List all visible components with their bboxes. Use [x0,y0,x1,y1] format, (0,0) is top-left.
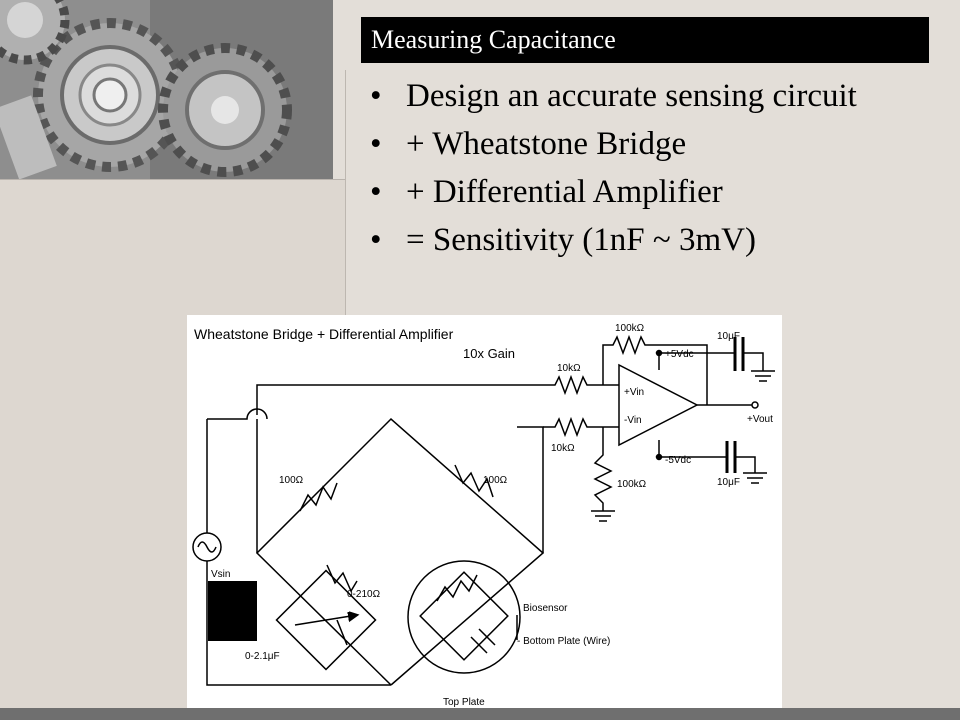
bullet-list: Design an accurate sensing circuit + Whe… [368,78,928,270]
variable-resistor-label: 0-210Ω [347,589,381,600]
cap-top-label: 10μF [717,331,740,342]
bridge-resistor-right-label: 100Ω [483,475,508,486]
vin-plus-label: +Vin [624,387,644,398]
biosensor-label: Biosensor [523,603,568,614]
slide-title: Measuring Capacitance [361,17,929,63]
vpos-label: +5Vdc [665,349,694,360]
gears-icon [0,0,333,180]
circuit-diagram: Wheatstone Bridge + Differential Amplifi… [187,315,782,717]
redaction-box [208,581,257,641]
biosensor-icon [407,560,521,674]
feedback-resistor-label: 100kΩ [615,323,645,334]
bridge-resistor-left-label: 100Ω [279,475,304,486]
cap-bottom-label: 10μF [717,477,740,488]
divider-line [0,179,345,180]
variable-cap-label: 0-2.1μF [245,651,280,662]
bottom-plate-label: - Bottom Plate (Wire) [517,636,610,647]
variable-component-icon [275,569,377,671]
vsin-label: Vsin [211,569,230,580]
input-resistor-top-label: 10kΩ [557,363,581,374]
gain-label: 10x Gain [463,346,515,361]
vin-minus-label: -Vin [624,415,642,426]
resistor-icon [454,464,494,498]
input-resistor-bottom-label: 10kΩ [551,443,575,454]
diagram-title: Wheatstone Bridge + Differential Amplifi… [194,326,454,342]
bottom-band [0,708,960,720]
op-amp-icon [618,363,699,447]
circuit-schematic: Wheatstone Bridge + Differential Amplifi… [192,323,775,708]
top-plate-label: Top Plate [443,697,485,708]
sine-source-icon [192,532,222,562]
bullet-item: + Wheatstone Bridge [368,126,928,162]
vout-label: +Vout [747,414,773,425]
resistor-icon [299,482,338,512]
vneg-label: -5Vdc [665,455,691,466]
bullet-item: Design an accurate sensing circuit [368,78,928,114]
bullet-item: = Sensitivity (1nF ~ 3mV) [368,222,928,258]
ground-resistor-label: 100kΩ [617,479,647,490]
gear-image [0,0,333,180]
bullet-item: + Differential Amplifier [368,174,928,210]
